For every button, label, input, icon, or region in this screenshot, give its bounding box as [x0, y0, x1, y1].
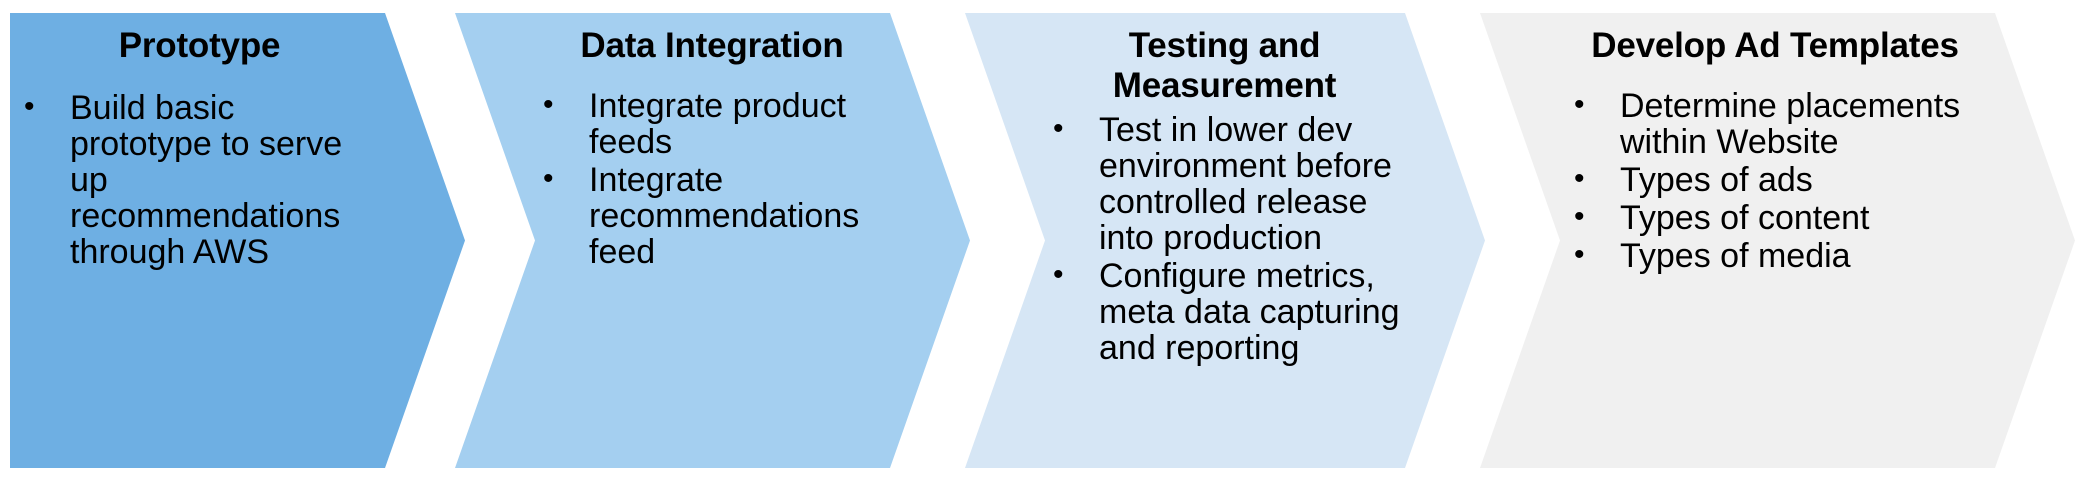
- segment-bullet-list: • Build basic prototype to serve up recom…: [18, 90, 365, 468]
- list-item-text: Types of media: [1620, 237, 1851, 276]
- bullet-icon: •: [1574, 87, 1585, 121]
- bullet-icon: •: [543, 161, 554, 195]
- chevron-segment-develop-ad-templates[interactable]: Develop Ad Templates • Determine placemen…: [1480, 13, 2075, 468]
- list-item: • Types of media: [1568, 238, 2009, 274]
- bullet-icon: •: [24, 89, 35, 123]
- segment-title: Testing and Measurement: [1112, 26, 1337, 105]
- segment-bullet-list: • Integrate product feeds • Integrate reco…: [537, 88, 874, 468]
- list-item-text: Integrate recommendations feed: [589, 160, 860, 272]
- list-item-text: Test in lower dev environment before con…: [1099, 110, 1392, 257]
- list-item-text: Determine placements within Website: [1620, 86, 1961, 161]
- list-item: • Types of content: [1568, 200, 2009, 236]
- list-item-text: Types of ads: [1620, 160, 1813, 199]
- segment-title: Prototype: [118, 26, 281, 65]
- bullet-icon: •: [1053, 111, 1064, 145]
- segment-title: Develop Ad Templates: [1591, 26, 1959, 65]
- chevron-segment-testing-and-measurement[interactable]: Testing and Measurement • Test in lower d…: [965, 13, 1485, 468]
- bullet-icon: •: [1053, 257, 1064, 291]
- list-item: • Test in lower dev environment before co…: [1047, 112, 1405, 256]
- list-item-text: Types of content: [1620, 198, 1870, 237]
- bullet-icon: •: [543, 87, 554, 121]
- bullet-icon: •: [1574, 199, 1585, 233]
- list-item-text: Build basic prototype to serve up recomm…: [70, 88, 343, 272]
- chevron-segment-prototype[interactable]: Prototype • Build basic prototype to serv…: [10, 13, 465, 468]
- list-item: • Determine placements within Website: [1568, 88, 2009, 160]
- bullet-icon: •: [1574, 238, 1585, 272]
- chevron-segment-data-integration[interactable]: Data Integration • Integrate product feed…: [455, 13, 970, 468]
- segment-bullet-list: • Determine placements within Website • Ty…: [1568, 88, 2009, 468]
- list-item: • Integrate recommendations feed: [537, 162, 874, 270]
- list-item: • Integrate product feeds: [537, 88, 874, 160]
- list-item-text: Integrate product feeds: [589, 86, 847, 161]
- list-item-text: Configure metrics, meta data capturing a…: [1099, 256, 1400, 367]
- list-item: • Configure metrics, meta data capturing …: [1047, 258, 1405, 366]
- list-item: • Build basic prototype to serve up recom…: [18, 90, 365, 270]
- bullet-icon: •: [1574, 161, 1585, 195]
- list-item: • Types of ads: [1568, 162, 2009, 198]
- segment-bullet-list: • Test in lower dev environment before co…: [1047, 112, 1405, 468]
- segment-title: Data Integration: [580, 26, 844, 65]
